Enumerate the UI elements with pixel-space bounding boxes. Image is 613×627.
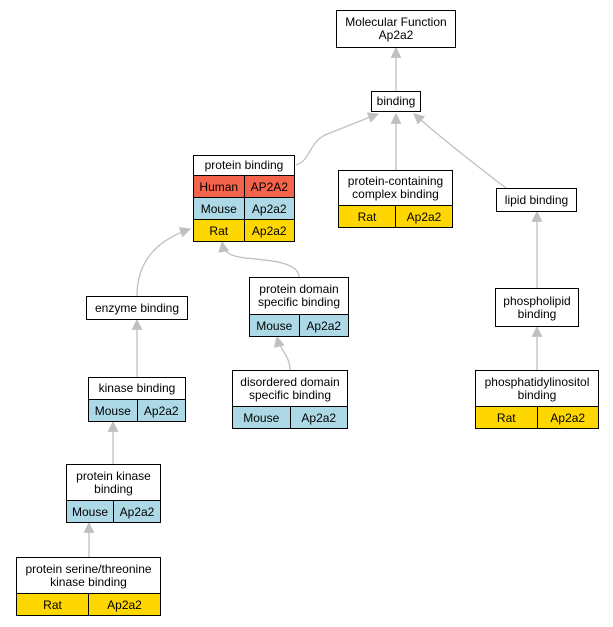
- edge-protein-binding-to-binding: [295, 112, 380, 166]
- node-title: protein kinase binding: [76, 468, 151, 496]
- node-protein-containing-complex-binding[interactable]: protein-containing complex binding Rat A…: [338, 170, 453, 228]
- node-disordered-domain-specific-binding[interactable]: disordered domain specific binding Mouse…: [232, 370, 348, 429]
- gene-label: Ap2a2: [298, 315, 349, 336]
- node-molecular-function[interactable]: Molecular Function Ap2a2: [336, 10, 456, 48]
- node-title: binding: [376, 94, 416, 108]
- species-label: Mouse: [243, 410, 280, 425]
- node-enzyme-binding[interactable]: enzyme binding: [86, 296, 188, 320]
- node-binding[interactable]: binding: [371, 91, 421, 112]
- gene-label: Ap2a2: [243, 220, 295, 241]
- species-row-mouse: Mouse Ap2a2: [194, 197, 294, 219]
- node-title: protein serine/threonine kinase binding: [25, 561, 152, 589]
- species-label: Mouse: [256, 318, 293, 333]
- node-phospholipid-binding[interactable]: phospholipid binding: [495, 288, 579, 327]
- node-protein-domain-specific-binding[interactable]: protein domain specific binding Mouse Ap…: [249, 277, 349, 337]
- species-label: Rat: [209, 223, 229, 238]
- node-title: phosphatidylinositol binding: [484, 374, 590, 402]
- species-row-rat: Rat Ap2a2: [194, 219, 294, 241]
- node-phosphatidylinositol-binding[interactable]: phosphatidylinositol binding Rat Ap2a2: [475, 370, 599, 429]
- species-label: Mouse: [94, 403, 131, 418]
- species-row-rat: Rat Ap2a2: [17, 593, 160, 615]
- species-label: Mouse: [200, 201, 237, 216]
- edge-enzyme-binding-to-protein-binding: [136, 227, 192, 297]
- species-row-mouse: Mouse Ap2a2: [67, 500, 160, 522]
- gene-label: Ap2a2: [289, 407, 348, 428]
- species-row-mouse: Mouse Ap2a2: [89, 399, 185, 421]
- node-protein-serine-threonine-kinase-binding[interactable]: protein serine/threonine kinase binding …: [16, 557, 161, 616]
- node-title: disordered domain specific binding: [240, 374, 340, 402]
- gene-label: AP2A2: [243, 176, 295, 197]
- node-title: enzyme binding: [94, 300, 180, 315]
- gene-label: Ap2a2: [536, 407, 599, 428]
- species-row-mouse: Mouse Ap2a2: [233, 406, 347, 428]
- node-title: lipid binding: [504, 192, 569, 207]
- species-row-mouse: Mouse Ap2a2: [250, 314, 348, 336]
- gene-label: Ap2a2: [88, 594, 160, 615]
- edge-disordered-domain-specific-binding-to-protein-domain-specific-binding: [273, 335, 291, 371]
- gene-label: Ap2a2: [395, 206, 452, 227]
- node-title: Molecular Function Ap2a2: [345, 15, 447, 42]
- species-row-rat: Rat Ap2a2: [339, 205, 452, 227]
- species-label: Rat: [357, 209, 377, 224]
- species-row-rat: Rat Ap2a2: [476, 406, 598, 428]
- species-label: Mouse: [71, 504, 109, 519]
- species-label: Rat: [43, 597, 62, 612]
- edge-lipid-binding-to-binding: [413, 113, 507, 189]
- gene-label: Ap2a2: [113, 501, 160, 522]
- node-title: protein binding: [204, 158, 284, 172]
- edge-protein-domain-specific-binding-to-protein-binding: [218, 240, 300, 278]
- node-title: phospholipid binding: [503, 293, 571, 321]
- node-protein-kinase-binding[interactable]: protein kinase binding Mouse Ap2a2: [66, 464, 161, 523]
- node-lipid-binding[interactable]: lipid binding: [496, 188, 577, 212]
- species-label: Human: [199, 179, 239, 194]
- node-title: protein domain specific binding: [257, 282, 341, 309]
- node-title: protein-containing complex binding: [347, 174, 444, 201]
- gene-label: Ap2a2: [136, 400, 186, 421]
- node-kinase-binding[interactable]: kinase binding Mouse Ap2a2: [88, 377, 186, 422]
- node-title: kinase binding: [98, 381, 176, 395]
- gene-label: Ap2a2: [243, 198, 295, 219]
- species-row-human: Human AP2A2: [194, 175, 294, 197]
- node-protein-binding[interactable]: protein binding Human AP2A2 Mouse Ap2a2 …: [193, 155, 295, 242]
- species-label: Rat: [496, 410, 516, 425]
